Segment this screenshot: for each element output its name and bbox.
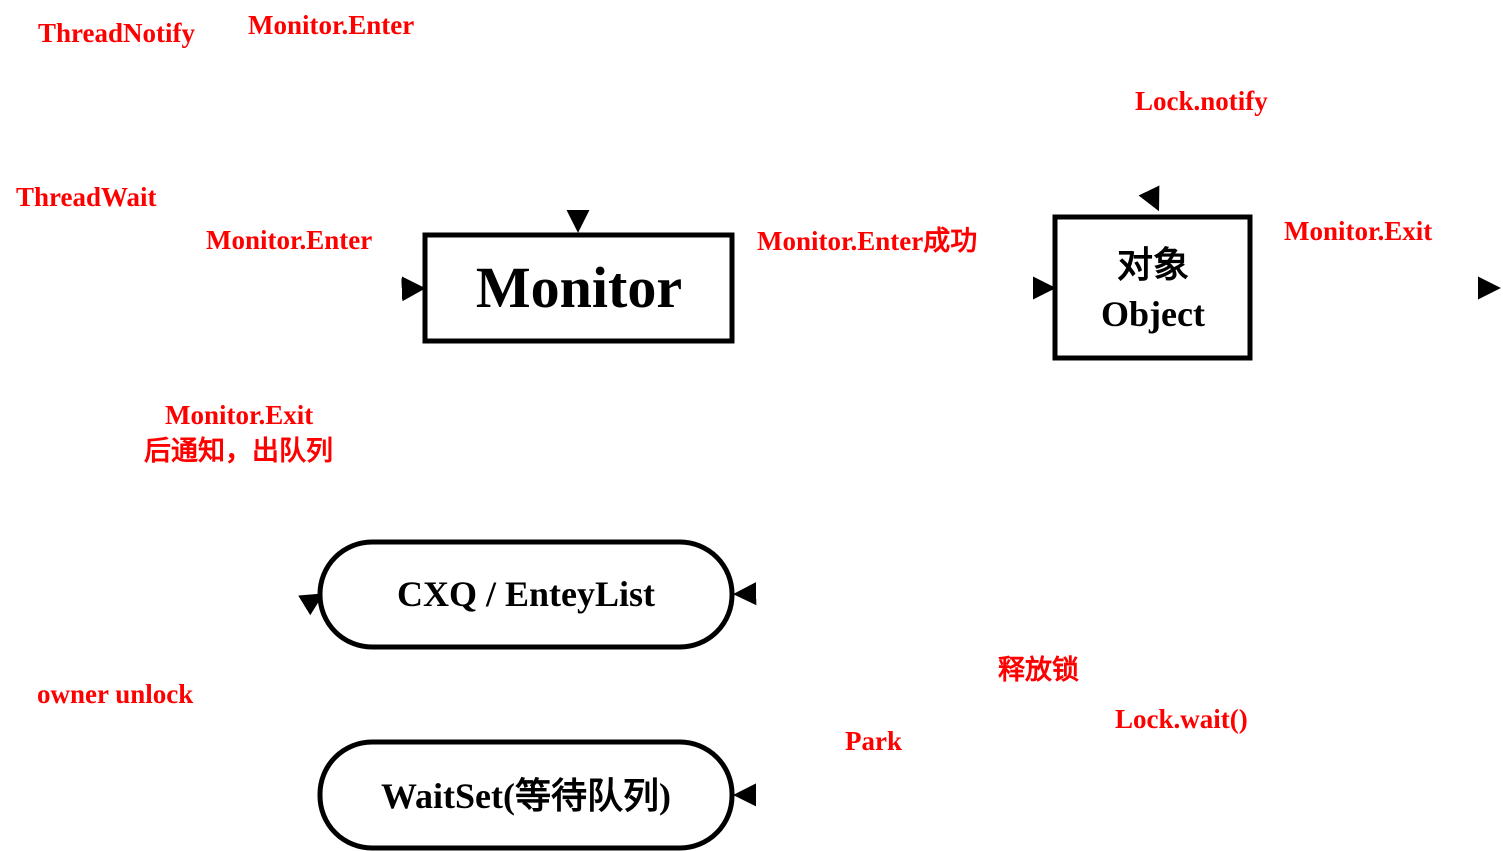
label-notify-dequeue: 后通知，出队列 — [144, 436, 333, 466]
waitset-label: WaitSet(等待队列) — [381, 776, 671, 816]
edge-owner-unlock — [298, 593, 324, 616]
object-label-cn: 对象 — [1117, 245, 1189, 285]
label-park: Park — [845, 726, 902, 756]
edge-lock-notify — [1138, 185, 1160, 212]
label-thread-notify: ThreadNotify — [38, 18, 196, 48]
object-label-en: Object — [1101, 294, 1205, 334]
monitor-label: Monitor — [476, 255, 682, 320]
label-monitor-exit-left: Monitor.Exit — [165, 400, 313, 430]
waitset-node: WaitSet(等待队列) — [317, 739, 735, 851]
label-monitor-exit-right: Monitor.Exit — [1284, 216, 1432, 246]
label-lock-notify: Lock.notify — [1135, 86, 1268, 116]
edge-monitor-to-cxq — [733, 582, 757, 606]
label-monitor-enter-left: Monitor.Enter — [206, 225, 372, 255]
label-owner-unlock: owner unlock — [37, 679, 193, 709]
cxq-label: CXQ / EnteyList — [397, 574, 655, 614]
label-thread-wait: ThreadWait — [16, 182, 157, 212]
label-monitor-enter-success: Monitor.Enter成功 — [757, 226, 977, 256]
label-release-lock: 释放锁 — [998, 654, 1079, 685]
label-monitor-enter-top: Monitor.Enter — [248, 10, 414, 40]
edge-notify-enter — [566, 209, 590, 233]
object-node: 对象 Object — [1052, 214, 1253, 361]
monitor-node: Monitor — [422, 232, 735, 344]
annotations: ThreadNotify Monitor.Enter ThreadWait Mo… — [16, 10, 1432, 756]
cxq-node: CXQ / EnteyList — [317, 539, 735, 650]
label-lock-wait: Lock.wait() — [1115, 704, 1248, 734]
